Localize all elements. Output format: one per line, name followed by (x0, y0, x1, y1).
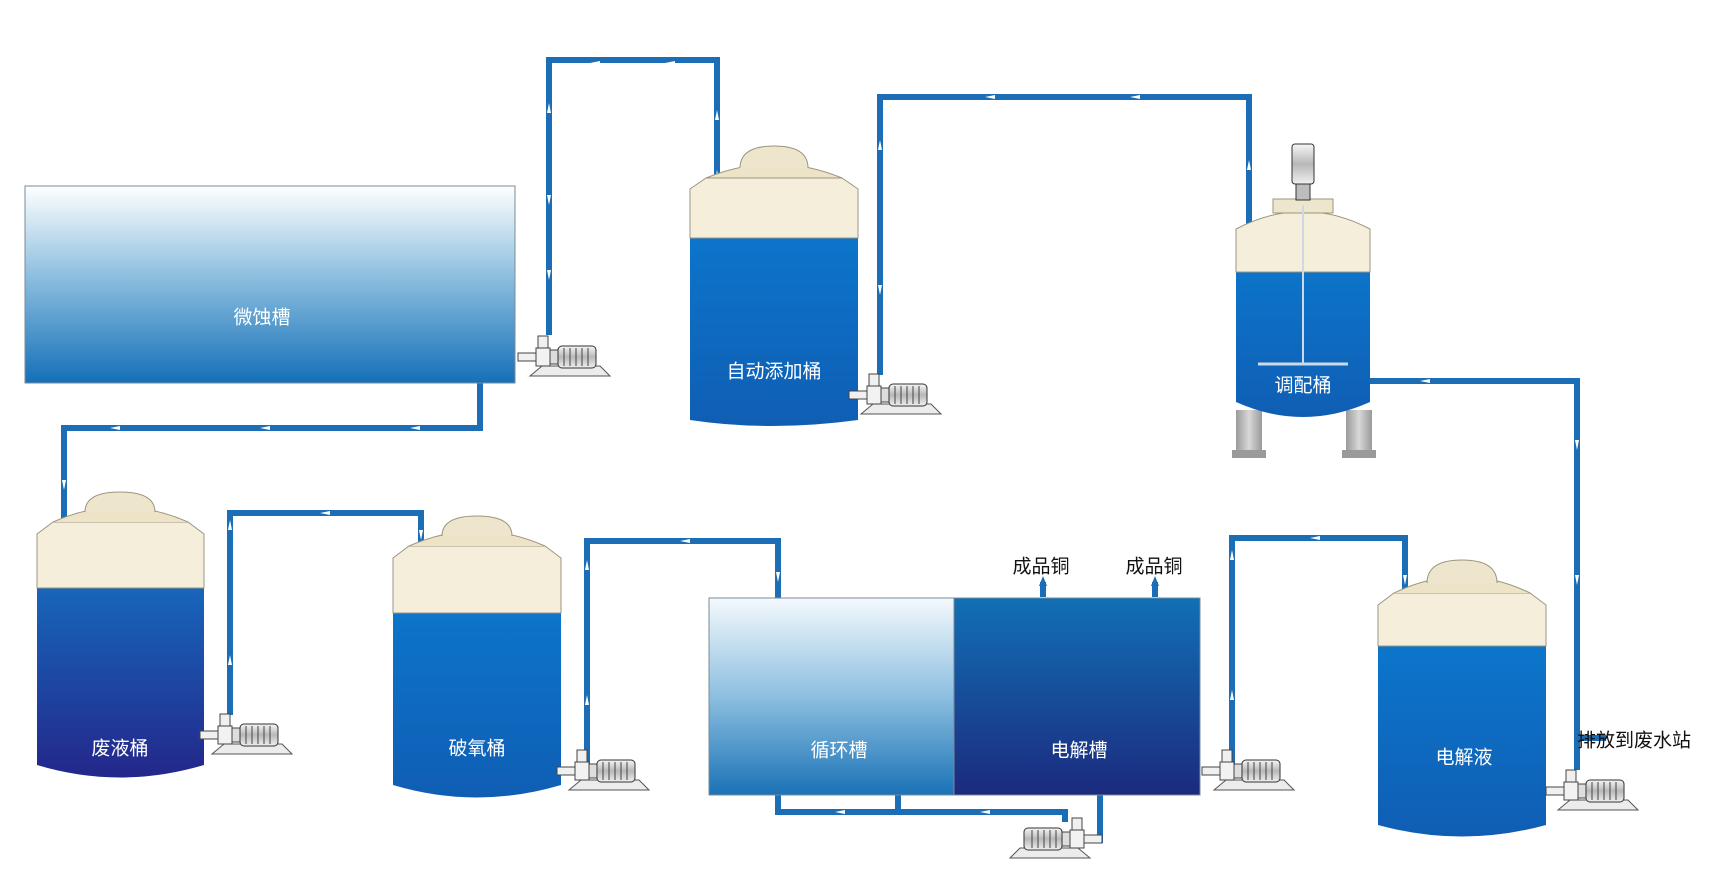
centrifugal-pump-icon (1010, 818, 1102, 858)
auto-dosing-barrel-label: 自动添加桶 (726, 360, 822, 383)
finished-copper-label-1: 成品铜 (1012, 555, 1070, 578)
mixing-barrel-label: 调配桶 (1274, 374, 1332, 397)
waste-liquid-barrel-label: 废液桶 (91, 737, 149, 760)
centrifugal-pump-icon (1201, 749, 1295, 791)
centrifugal-pump-icon (1545, 769, 1639, 811)
finished-copper-label-2: 成品铜 (1125, 555, 1183, 578)
circulation-tank-label: 循环槽 (810, 739, 868, 762)
electrolyte-barrel (1377, 559, 1547, 837)
auto-dosing-barrel (689, 145, 859, 426)
centrifugal-pump-icon (556, 749, 650, 791)
centrifugal-pump-icon (848, 373, 942, 415)
oxygen-breaking-barrel (392, 515, 562, 798)
micro-etch-tank-label: 微蚀槽 (233, 306, 291, 329)
electrolysis-tank-label: 电解槽 (1050, 739, 1108, 762)
mixing-barrel (1232, 143, 1376, 458)
oxygen-breaking-barrel-label: 破氧桶 (448, 737, 506, 760)
centrifugal-pump-icon (517, 335, 611, 377)
micro-etch-tank (24, 185, 516, 384)
discharge-to-wastewater-label: 排放到废水站 (1576, 729, 1692, 752)
centrifugal-pump-icon (199, 713, 293, 755)
waste-liquid-barrel (36, 491, 205, 778)
flow-arrow-icon (62, 61, 1579, 814)
electrolyte-barrel-label: 电解液 (1435, 746, 1493, 769)
agitator-motor-icon (1291, 143, 1315, 201)
electrolysis-tank (953, 597, 1201, 796)
circulation-tank (708, 597, 955, 796)
